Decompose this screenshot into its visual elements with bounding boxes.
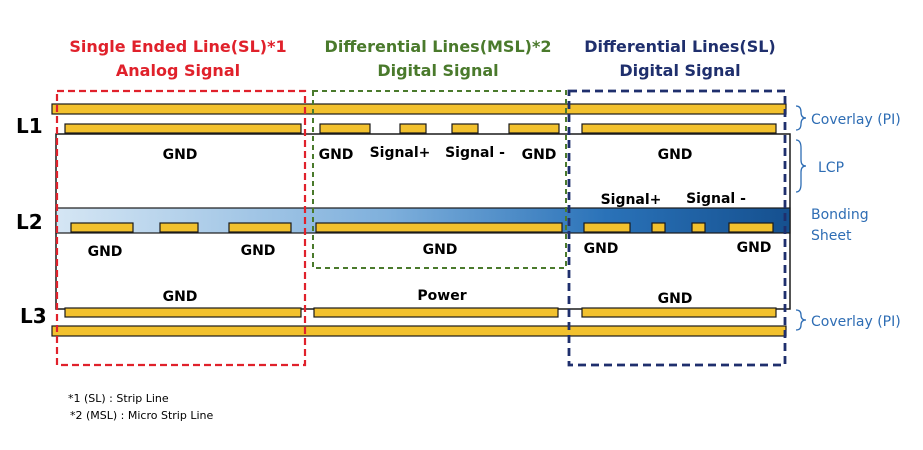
header-col1-title: Single Ended Line(SL)*1: [69, 37, 286, 56]
side-label-lcp: LCP: [818, 160, 844, 176]
coverlay-top: [51, 103, 787, 115]
c2-signal-minus-label: Signal -: [445, 145, 505, 161]
header-col1-subtitle: Analog Signal: [116, 61, 240, 80]
coverlay-bottom: [51, 325, 787, 337]
c2-power-label: Power: [417, 288, 466, 304]
c3-signal-minus-label: Signal -: [686, 191, 746, 207]
c2-gnd-l2-label: GND: [423, 242, 458, 258]
side-label-coverlay-top: Coverlay (PI): [811, 112, 901, 128]
side-label-bonding-line1: Bonding: [811, 207, 869, 223]
side-label-coverlay-bottom: Coverlay (PI): [811, 314, 901, 330]
layer-label-l2: L2: [16, 210, 43, 234]
c1-l2-gnd-right-trace: [228, 222, 292, 233]
c3-gnd-l1-label: GND: [658, 147, 693, 163]
c3-l2-signal-plus-trace: [651, 222, 666, 233]
c2-l1-signal-plus-trace: [399, 123, 427, 134]
c2-l2-gnd-trace: [315, 222, 563, 233]
header-col2-title: Differential Lines(MSL)*2: [325, 37, 552, 56]
c3-l1-gnd-trace: [581, 123, 777, 134]
c1-l2-signal-trace: [159, 222, 199, 233]
c1-gnd-l2-right-label: GND: [241, 243, 276, 259]
c3-gnd-l2-right-label: GND: [737, 240, 772, 256]
c1-gnd-l3-label: GND: [163, 289, 198, 305]
c1-l1-gnd-trace: [64, 123, 302, 134]
c2-l1-signal-minus-trace: [451, 123, 479, 134]
col2-region-box: [312, 90, 567, 269]
footnote-1: *1 (SL) : Strip Line: [68, 392, 169, 405]
brace-coverlay-top: [795, 105, 807, 131]
c2-l1-gnd-right-trace: [508, 123, 560, 134]
c1-l3-gnd-trace: [64, 307, 302, 318]
c3-l3-gnd-trace: [581, 307, 777, 318]
c2-gnd-right-label: GND: [522, 147, 557, 163]
header-col2-subtitle: Digital Signal: [377, 61, 498, 80]
layer-label-l3: L3: [20, 304, 47, 328]
c2-gnd-left-label: GND: [319, 147, 354, 163]
header-col3-subtitle: Digital Signal: [619, 61, 740, 80]
header-col3-title: Differential Lines(SL): [584, 37, 775, 56]
c1-gnd-l1-label: GND: [163, 147, 198, 163]
c3-gnd-l2-left-label: GND: [584, 241, 619, 257]
c3-l2-gnd-left-trace: [583, 222, 631, 233]
c3-signal-plus-label: Signal+: [601, 192, 662, 208]
footnote-2: *2 (MSL) : Micro Strip Line: [70, 409, 213, 422]
side-label-bonding-line2: Sheet: [811, 228, 852, 244]
layer-label-l1: L1: [16, 114, 43, 138]
c3-l2-signal-minus-trace: [691, 222, 706, 233]
c2-l3-power-trace: [313, 307, 559, 318]
col3-region-box: [567, 89, 787, 367]
col1-region-box: [55, 89, 307, 367]
brace-lcp: [795, 139, 807, 193]
c3-l2-gnd-right-trace: [728, 222, 774, 233]
c3-gnd-l3-label: GND: [658, 291, 693, 307]
brace-coverlay-bottom: [795, 309, 807, 331]
c1-l2-gnd-left-trace: [70, 222, 134, 233]
c1-gnd-l2-left-label: GND: [88, 244, 123, 260]
c2-l1-gnd-left-trace: [319, 123, 371, 134]
c2-signal-plus-label: Signal+: [370, 145, 431, 161]
